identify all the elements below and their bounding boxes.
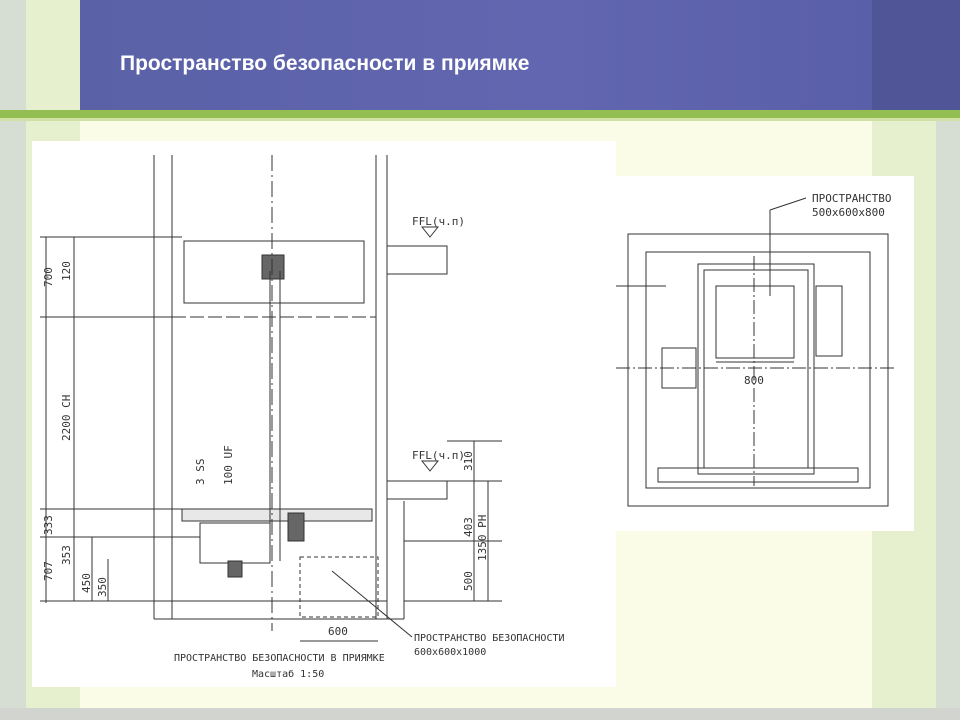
bottom-bar bbox=[0, 708, 960, 720]
pit-plan-svg: ПРОСТРАНСТВО 500х600х800 800 bbox=[616, 192, 896, 507]
dim-350: 350 bbox=[96, 577, 109, 597]
drawing-caption: ПРОСТРАНСТВО БЕЗОПАСНОСТИ В ПРИЯМКЕ bbox=[174, 653, 385, 664]
pit-section-svg: 700 120 2200 CH 333 353 707 450 350 3 SS… bbox=[40, 155, 565, 680]
dim-1350-ph: 1350 PH bbox=[476, 515, 489, 561]
dim-403: 403 bbox=[462, 517, 475, 537]
ffl-top-label: FFL(ч.п) bbox=[412, 215, 465, 228]
dim-353: 353 bbox=[60, 545, 73, 565]
dim-450: 450 bbox=[80, 573, 93, 593]
pit-section-drawing: 700 120 2200 CH 333 353 707 450 350 3 SS… bbox=[32, 141, 616, 687]
dim-707: 707 bbox=[42, 561, 55, 581]
slide-header bbox=[80, 0, 872, 110]
dim-333: 333 bbox=[42, 515, 55, 535]
dim-500: 500 bbox=[462, 571, 475, 591]
safety-space-label: ПРОСТРАНСТВО БЕЗОПАСНОСТИ bbox=[414, 633, 565, 644]
left-decor-strip bbox=[0, 0, 26, 720]
ffl-bottom-label: FFL(ч.п) bbox=[412, 449, 465, 462]
dim-600: 600 bbox=[328, 625, 348, 638]
accent-rule-light bbox=[0, 118, 960, 121]
accent-rule bbox=[0, 110, 960, 118]
plan-space-size: 500х600х800 bbox=[812, 206, 885, 219]
dim-100-uf: 100 UF bbox=[222, 445, 235, 485]
plan-space-label: ПРОСТРАНСТВО bbox=[812, 192, 891, 205]
dim-700: 700 bbox=[42, 267, 55, 287]
dim-310: 310 bbox=[462, 451, 475, 471]
slide-title: Пространство безопасности в приямке bbox=[120, 52, 530, 75]
pit-plan-drawing: ПРОСТРАНСТВО 500х600х800 800 bbox=[606, 176, 914, 531]
safety-space-size: 600х600х1000 bbox=[414, 647, 486, 658]
header-right-block bbox=[872, 0, 960, 110]
dim-2200-ch: 2200 CH bbox=[60, 395, 73, 441]
plan-dim-800: 800 bbox=[744, 374, 764, 387]
header-left-block bbox=[26, 0, 80, 110]
dim-3-ss: 3 SS bbox=[194, 459, 207, 486]
dim-120: 120 bbox=[60, 261, 73, 281]
drawing-scale: Масштаб 1:50 bbox=[252, 668, 324, 680]
